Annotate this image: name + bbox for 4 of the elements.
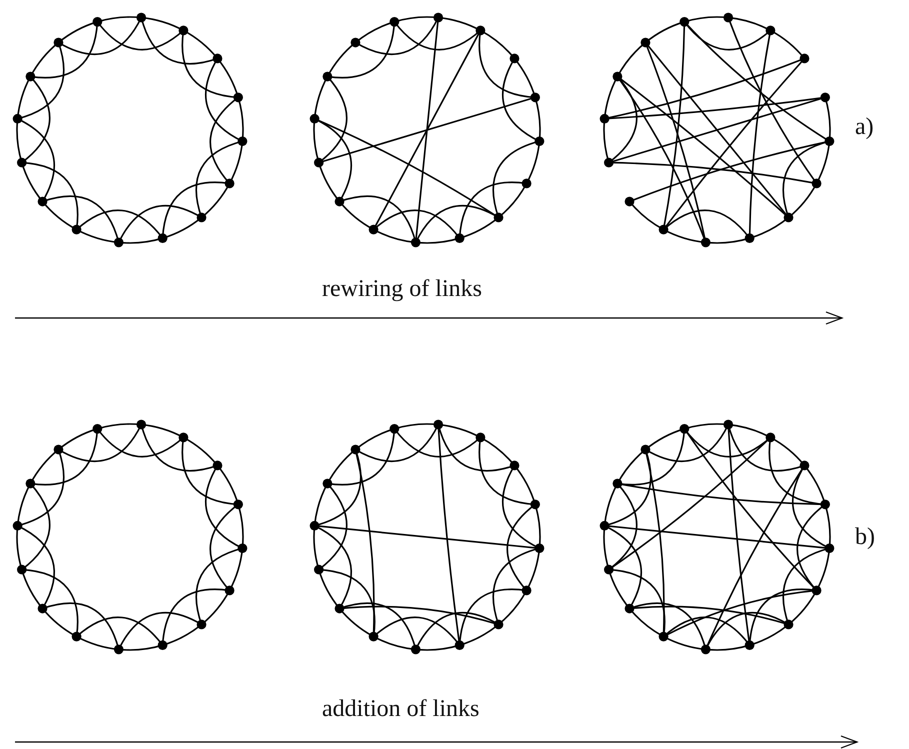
panel-label: a) — [855, 114, 874, 141]
axis-caption: rewiring of links — [322, 276, 482, 303]
axis-caption: addition of links — [322, 696, 480, 723]
panel-label: b) — [855, 524, 875, 551]
